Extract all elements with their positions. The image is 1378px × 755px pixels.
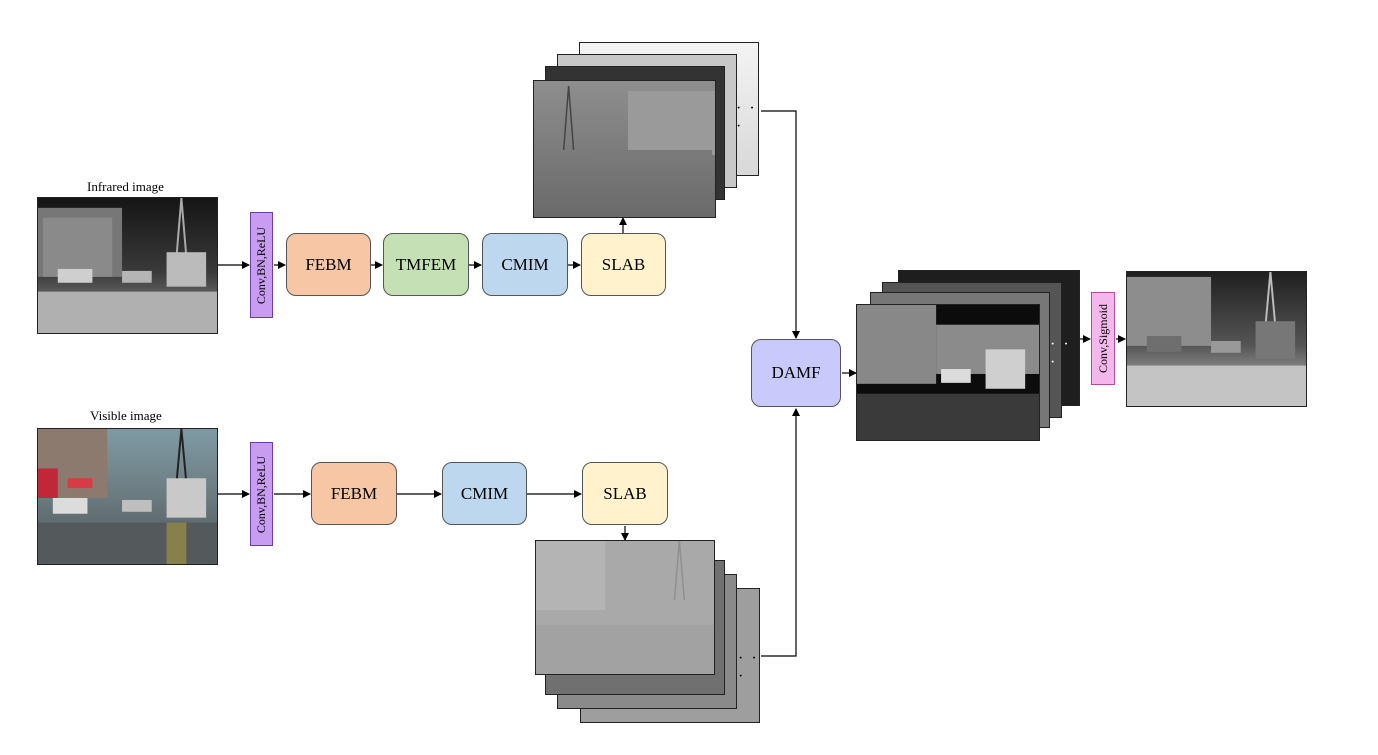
conv-sigmoid-label: Conv,Sigmoid: [1095, 304, 1110, 373]
fused-feature-map-1: [856, 304, 1040, 441]
fused-feature-map-stack: · · ·: [856, 270, 1082, 443]
infrared-input-image: [37, 197, 218, 334]
febm-block-ir: FEBM: [286, 233, 371, 296]
cmim-block-vis: CMIM: [442, 462, 527, 525]
vis-feature-map-stack: · · ·: [533, 540, 763, 725]
arrow-vis-features-to-damf: [761, 408, 800, 657]
conv-bn-relu-vis: Conv,BN,ReLU: [250, 442, 273, 546]
conv-sigmoid: Conv,Sigmoid: [1091, 292, 1115, 385]
ir-feature-map-stack: · · ·: [533, 42, 763, 220]
ir-feature-ellipsis: · · ·: [736, 100, 757, 135]
fused-output-image: [1126, 271, 1307, 407]
vis-feature-ellipsis: · · ·: [738, 650, 759, 685]
fused-feature-ellipsis: · · ·: [1050, 336, 1071, 371]
conv-bn-relu-ir-label: Conv,BN,ReLU: [254, 226, 269, 304]
visible-input-image: [37, 428, 218, 565]
tmfem-block: TMFEM: [383, 233, 469, 296]
ir-feature-map-1: [533, 80, 716, 218]
slab-block-ir: SLAB: [581, 233, 666, 296]
cmim-block-ir: CMIM: [482, 233, 568, 296]
slab-block-vis: SLAB: [582, 462, 668, 525]
infrared-image-caption: Infrared image: [87, 179, 164, 194]
conv-bn-relu-vis-label: Conv,BN,ReLU: [254, 455, 269, 533]
conv-bn-relu-ir: Conv,BN,ReLU: [250, 212, 273, 318]
damf-block: DAMF: [751, 339, 841, 407]
vis-feature-map-1: [535, 540, 715, 675]
febm-block-vis: FEBM: [311, 462, 397, 525]
visible-image-caption: Visible image: [90, 408, 162, 423]
arrow-ir-features-to-damf: [761, 110, 800, 339]
